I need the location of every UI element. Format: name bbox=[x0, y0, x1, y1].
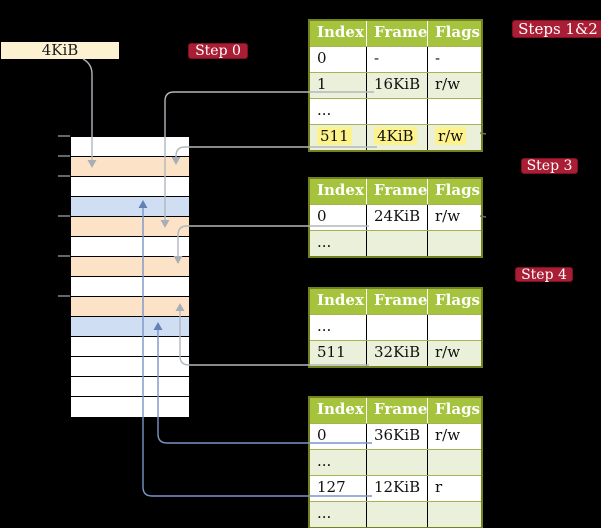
table-cell: 16KiB bbox=[366, 73, 427, 98]
memory-frame-row-mapped bbox=[71, 317, 189, 337]
badge-step-4: Step 4 bbox=[515, 267, 573, 283]
table-cell: 511 bbox=[310, 125, 366, 150]
table-row: ... bbox=[310, 449, 481, 475]
memory-frame-row-page-table bbox=[71, 297, 189, 317]
table-cell: 511 bbox=[317, 343, 346, 361]
table-row: ... bbox=[310, 98, 481, 124]
table-cell bbox=[366, 450, 427, 475]
column-header: Index bbox=[317, 23, 364, 41]
table-cell: ... bbox=[317, 101, 332, 119]
table-cell bbox=[366, 99, 427, 124]
memory-frame-row-free bbox=[71, 377, 189, 397]
memory-frame-row-free bbox=[71, 177, 189, 197]
table-cell: ... bbox=[317, 504, 332, 522]
frame-size-label: 4KiB bbox=[1, 42, 119, 59]
table-cell: 0 bbox=[317, 49, 327, 67]
table-cell bbox=[366, 315, 427, 340]
badge-steps-1-2: Steps 1&2 bbox=[512, 20, 601, 38]
table-cell: 12KiB bbox=[366, 476, 427, 501]
memory-frame-row-page-table bbox=[71, 257, 189, 277]
table-cell: ... bbox=[317, 233, 332, 251]
memory-frame-row-mapped bbox=[71, 197, 189, 217]
badge-step-0: Step 0 bbox=[188, 43, 248, 59]
memory-frame-row-page-table bbox=[71, 157, 189, 177]
table-cell bbox=[427, 315, 481, 340]
column-header: Index bbox=[317, 181, 364, 199]
column-header: Frame bbox=[366, 398, 427, 423]
table-cell bbox=[427, 231, 481, 256]
memory-frame-row-free bbox=[71, 137, 189, 157]
memory-frame-row-free bbox=[71, 357, 189, 377]
column-header: Flags bbox=[427, 21, 481, 46]
table-cell bbox=[427, 450, 481, 475]
table-cell: ... bbox=[317, 452, 332, 470]
column-header: Frame bbox=[366, 21, 427, 46]
table-cell bbox=[427, 502, 481, 527]
memory-frame-row-free bbox=[71, 337, 189, 357]
memory-frame-row-free bbox=[71, 397, 189, 417]
table-cell bbox=[366, 502, 427, 527]
column-header: Flags bbox=[427, 289, 481, 314]
memory-frame-row-free bbox=[71, 277, 189, 297]
column-header: Frame bbox=[366, 289, 427, 314]
table-cell: r bbox=[427, 476, 481, 501]
table-cell: 0 bbox=[317, 207, 327, 225]
table-cell: r/w bbox=[427, 73, 481, 98]
table-cell: - bbox=[366, 47, 427, 72]
table-cell: 0 bbox=[317, 426, 327, 444]
memory-frame-row-free bbox=[71, 237, 189, 257]
table-cell: 24KiB bbox=[366, 205, 427, 230]
table-cell: 127 bbox=[317, 478, 346, 496]
table-cell: 32KiB bbox=[366, 341, 427, 366]
table-row: ... bbox=[310, 230, 481, 256]
column-header: Index bbox=[317, 400, 364, 418]
table-cell bbox=[427, 99, 481, 124]
column-header: Flags bbox=[427, 398, 481, 423]
column-header: Frame bbox=[366, 179, 427, 204]
table-cell bbox=[366, 231, 427, 256]
table-cell: ... bbox=[317, 317, 332, 335]
table-cell: r/w bbox=[427, 205, 481, 230]
table-row: 0 -- bbox=[310, 46, 481, 72]
table-row: ... bbox=[310, 314, 481, 340]
table-cell: 36KiB bbox=[366, 424, 427, 449]
memory-column bbox=[70, 136, 190, 417]
column-header: Flags bbox=[427, 179, 481, 204]
badge-step-3: Step 3 bbox=[521, 158, 578, 174]
table-cell: r/w bbox=[427, 125, 481, 150]
table-cell: - bbox=[427, 47, 481, 72]
column-header: Index bbox=[317, 291, 364, 309]
table-cell: 4KiB bbox=[366, 125, 427, 150]
table-cell: r/w bbox=[427, 341, 481, 366]
memory-tick-marks bbox=[58, 135, 70, 297]
table-row: ... bbox=[310, 501, 481, 527]
table-cell: r/w bbox=[427, 424, 481, 449]
table-cell: 1 bbox=[317, 75, 327, 93]
memory-frame-row-page-table bbox=[71, 217, 189, 237]
